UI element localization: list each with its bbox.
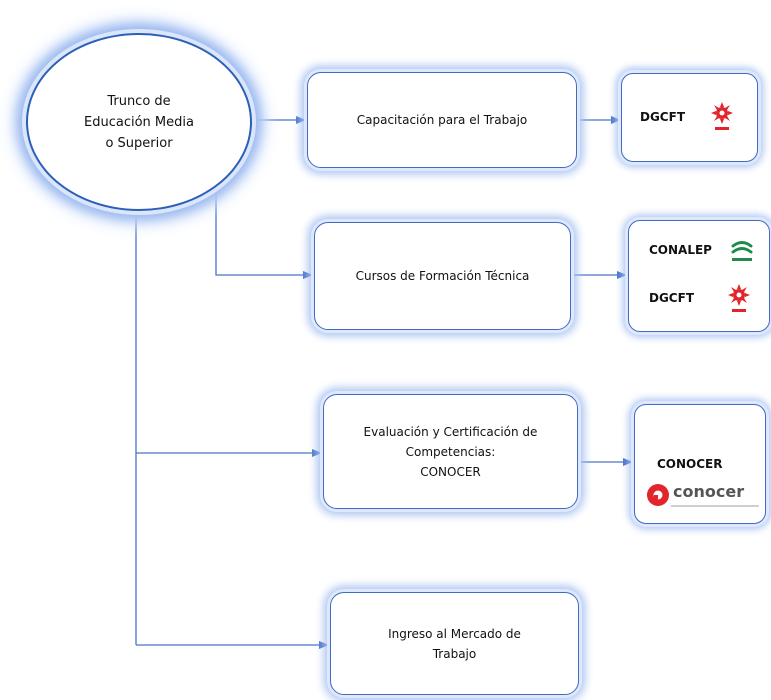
node-evaluacion: Evaluación y Certificación de Competenci… xyxy=(323,394,578,509)
conocer-logo-text: conocer xyxy=(673,482,745,501)
node-cursos-label: Cursos de Formación Técnica xyxy=(355,269,530,283)
institution-box-conalep-dgcft: CONALEP DGCFT xyxy=(628,220,770,332)
dgcft-label: DGCFT xyxy=(640,110,685,124)
root-node: Trunco de Educación Media o Superior xyxy=(26,33,252,211)
node-cursos: Cursos de Formación Técnica xyxy=(314,222,571,330)
dgcft-logo-icon-2 xyxy=(728,284,750,312)
node-evaluacion-label: Evaluación y Certificación de Competenci… xyxy=(363,424,538,479)
dgcft-logo-icon xyxy=(711,102,733,130)
conalep-logo-icon xyxy=(731,241,753,261)
conocer-logo-icon xyxy=(647,484,759,507)
institution-box-dgcft: DGCFT xyxy=(621,73,758,162)
institution-box-conocer: CONOCER conocer xyxy=(634,404,766,524)
conalep-label: CONALEP xyxy=(649,243,712,257)
dgcft-label-2: DGCFT xyxy=(649,291,694,305)
node-ingreso: Ingreso al Mercado de Trabajo xyxy=(330,592,579,695)
node-ingreso-label: Ingreso al Mercado de Trabajo xyxy=(388,626,521,661)
arrow-root-to-cursos xyxy=(215,190,313,279)
node-capacitacion-label: Capacitación para el Trabajo xyxy=(356,113,528,127)
node-capacitacion: Capacitación para el Trabajo xyxy=(307,72,577,168)
root-label: Trunco de Educación Media o Superior xyxy=(84,93,194,151)
conocer-label: CONOCER xyxy=(657,457,723,471)
